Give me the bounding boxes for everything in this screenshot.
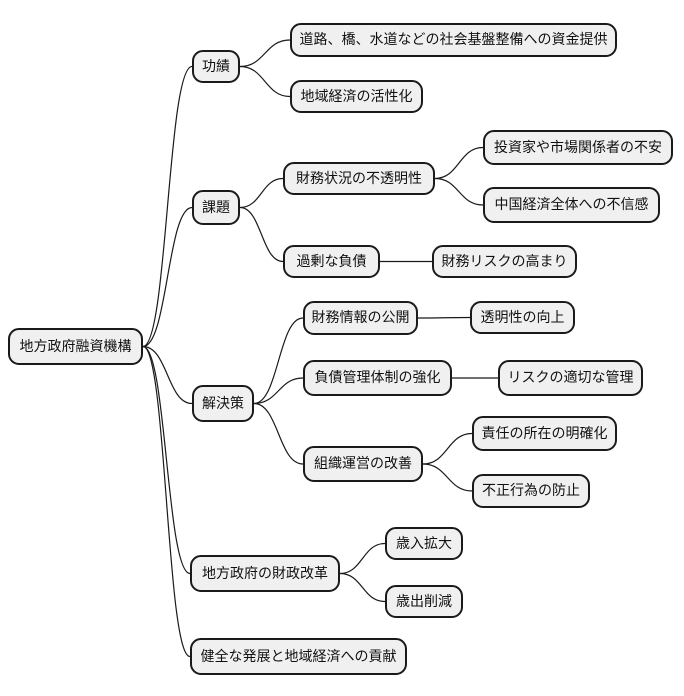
node-risk-management: リスクの適切な管理	[498, 360, 643, 396]
edge-root-issues	[142, 206, 193, 348]
node-issues: 課題	[192, 190, 240, 225]
edge-root-fiscal-reform	[142, 345, 191, 575]
edge-disclosure-transparency	[417, 316, 471, 319]
edge-solutions-org-improvement	[253, 402, 304, 465]
node-responsibility: 責任の所在の明確化	[472, 416, 617, 451]
node-solutions: 解決策	[192, 385, 254, 422]
node-debt-management: 負債管理体制の強化	[303, 360, 452, 396]
edge-root-achievements	[142, 65, 193, 348]
edge-issues-excess-debt	[239, 206, 284, 263]
node-fraud-prevention: 不正行為の防止	[472, 474, 590, 508]
node-financial-risk: 財務リスクの高まり	[432, 245, 577, 278]
node-investor-anxiety: 投資家や市場関係者の不安	[483, 130, 673, 165]
node-regional-economy: 地域経済の活性化	[290, 80, 423, 113]
node-org-improvement: 組織運営の改善	[303, 446, 423, 482]
edge-achievements-regional-economy	[239, 65, 291, 98]
edge-org-improvement-fraud-prevention	[422, 463, 473, 492]
node-expenditure-cut: 歳出削減	[385, 585, 463, 618]
edge-opacity-distrust-china	[434, 177, 484, 206]
edge-issues-opacity	[239, 177, 284, 209]
node-infra-funding: 道路、橋、水道などの社会基盤整備への資金提供	[290, 23, 617, 57]
edge-fiscal-reform-expenditure-cut	[339, 572, 386, 603]
node-transparency: 透明性の向上	[470, 301, 575, 334]
node-revenue-expansion: 歳入拡大	[385, 527, 463, 560]
node-opacity: 財務状況の不透明性	[283, 162, 435, 195]
node-healthy-development: 健全な発展と地域経済への貢献	[190, 638, 407, 675]
edge-solutions-disclosure	[253, 317, 304, 405]
edge-fiscal-reform-revenue-expansion	[339, 542, 386, 575]
edge-org-improvement-responsibility	[422, 432, 473, 465]
edge-root-healthy-development	[142, 345, 191, 658]
edge-solutions-debt-management	[253, 377, 304, 405]
node-excess-debt: 過剰な負債	[283, 245, 380, 278]
edge-opacity-investor-anxiety	[434, 146, 484, 180]
node-distrust-china: 中国経済全体への不信感	[483, 187, 660, 223]
edge-root-solutions	[142, 345, 193, 405]
node-achievements: 功績	[192, 50, 240, 83]
node-fiscal-reform: 地方政府の財政改革	[190, 555, 340, 592]
node-root: 地方政府融資機構	[8, 328, 143, 365]
edge-achievements-infra-funding	[239, 39, 291, 68]
node-disclosure: 財務情報の公開	[303, 301, 418, 335]
